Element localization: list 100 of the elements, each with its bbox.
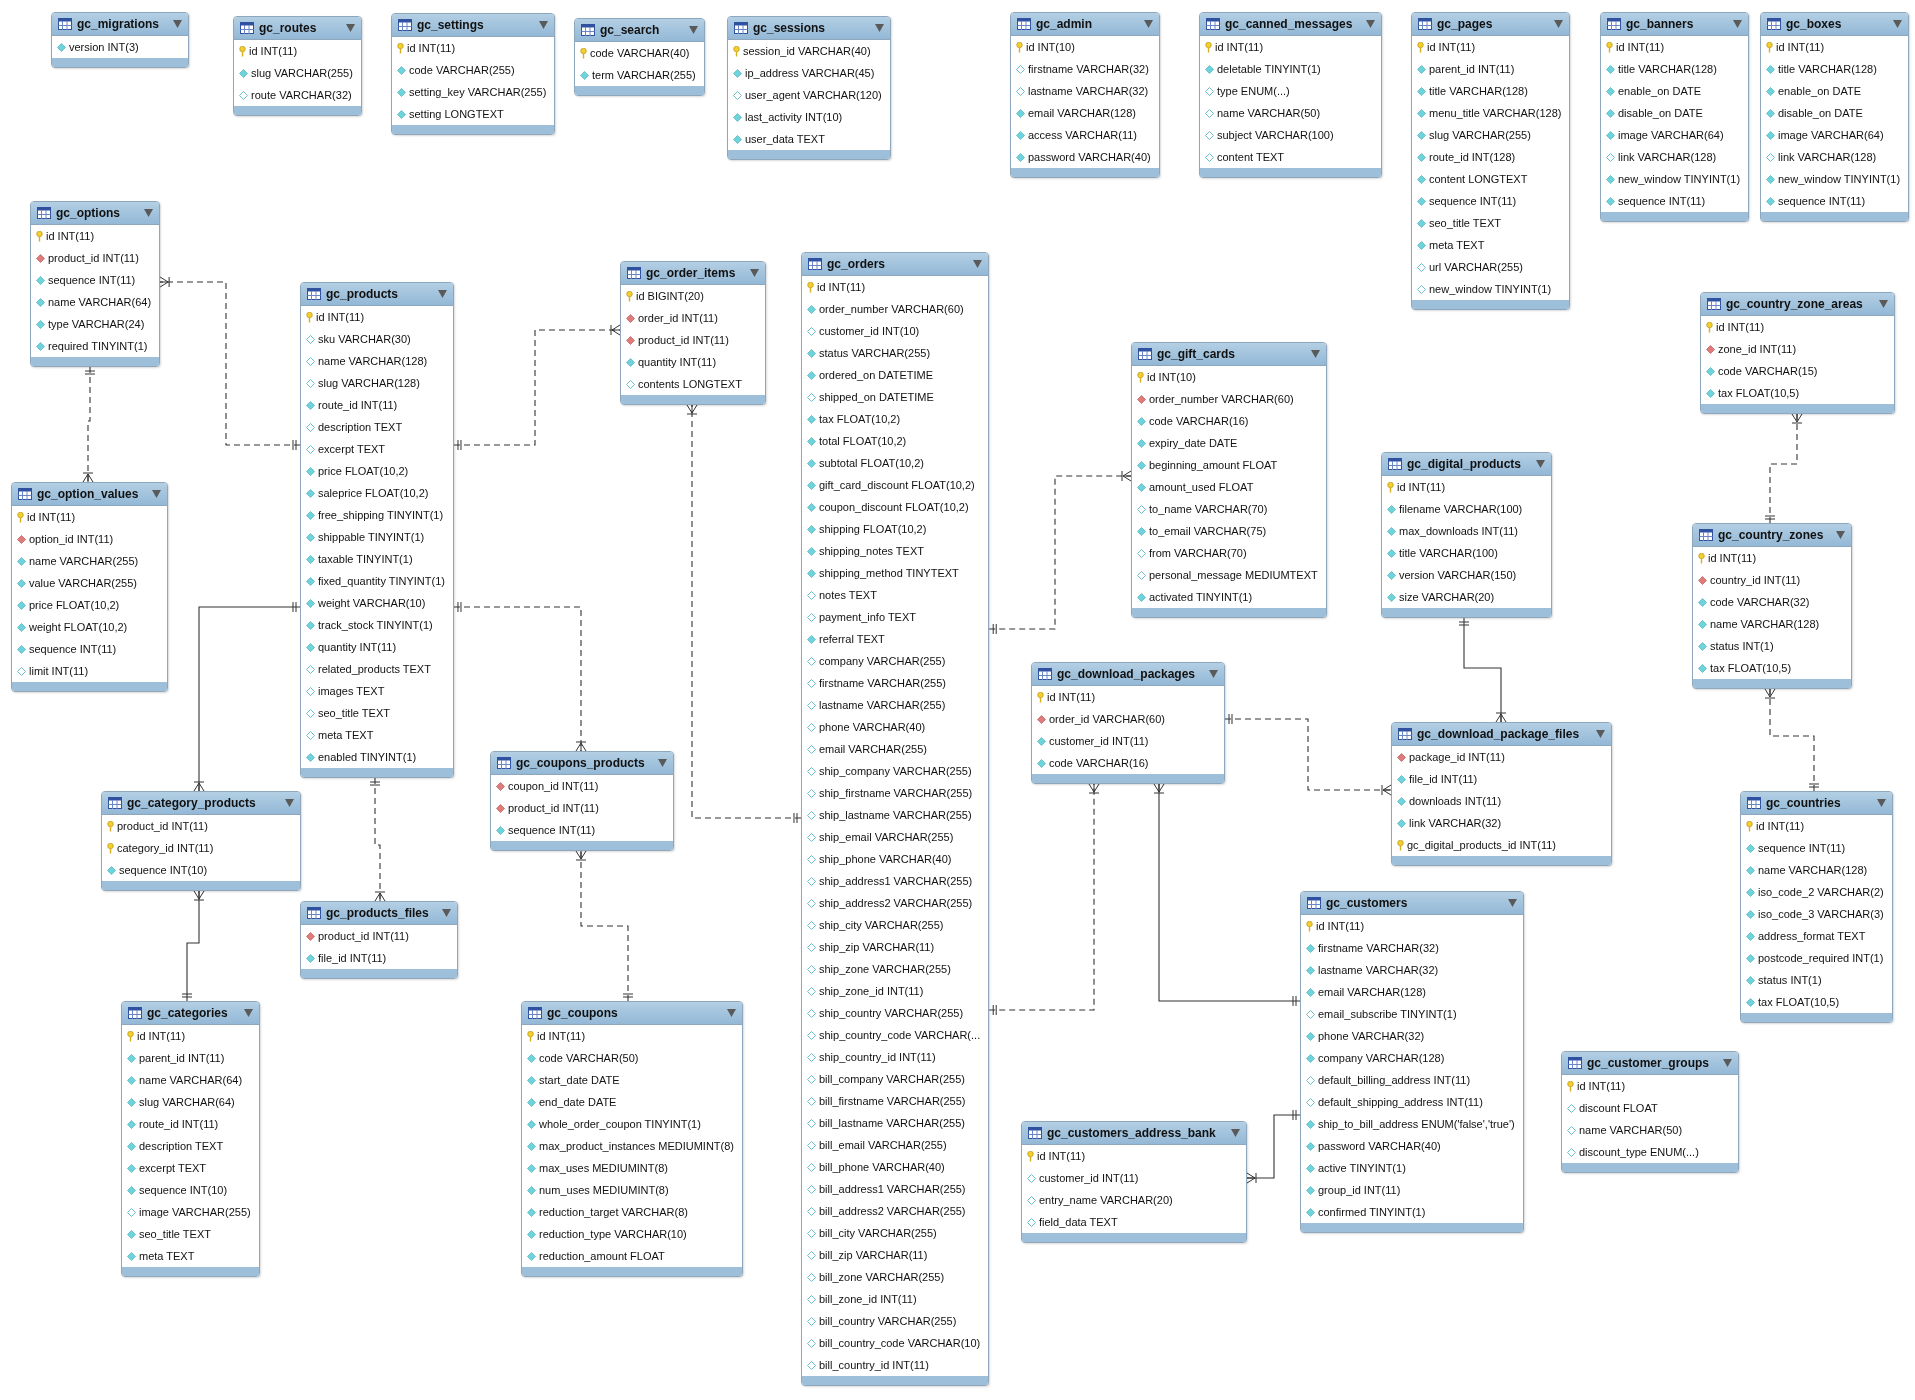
column-name: referral TEXT [819, 633, 885, 645]
column-name: email VARCHAR(128) [1028, 107, 1136, 119]
column-name: parent_id INT(11) [1429, 63, 1515, 75]
column-name: id INT(11) [1316, 920, 1365, 932]
column-name: bill_email VARCHAR(255) [819, 1139, 947, 1151]
column-name: bill_country_code VARCHAR(10) [819, 1337, 981, 1349]
column-name: sequence INT(11) [1778, 195, 1866, 207]
column-name: disable_on DATE [1618, 107, 1703, 119]
column-name: price FLOAT(10,2) [29, 599, 120, 611]
column-name: setting LONGTEXT [409, 108, 504, 120]
column-name: id BIGINT(20) [636, 290, 704, 302]
column-name: user_agent VARCHAR(120) [745, 89, 882, 101]
table-card [1131, 342, 1327, 618]
column-name: id INT(11) [1716, 321, 1765, 333]
column-name: firstname VARCHAR(255) [819, 677, 946, 689]
column-name: sequence INT(10) [139, 1184, 228, 1196]
column-name: sequence INT(11) [1429, 195, 1517, 207]
column-name: disable_on DATE [1778, 107, 1863, 119]
column-name: password VARCHAR(40) [1318, 1140, 1441, 1152]
table-card [1031, 662, 1225, 784]
relationship-line [82, 366, 95, 483]
column-name: coupon_id INT(11) [508, 780, 599, 792]
column-name: enable_on DATE [1618, 85, 1701, 97]
column-name: company VARCHAR(255) [819, 655, 946, 667]
column-name: slug VARCHAR(255) [1429, 129, 1531, 141]
column-name: user_data TEXT [745, 133, 825, 145]
table-name: gc_countries [1766, 796, 1842, 810]
column-name: parent_id INT(11) [139, 1052, 225, 1064]
column-name: ship_zip VARCHAR(11) [819, 941, 935, 953]
column-name: reduction_type VARCHAR(10) [539, 1228, 687, 1240]
column-name: confirmed TINYINT(1) [1318, 1206, 1426, 1218]
column-name: name VARCHAR(50) [1217, 107, 1321, 119]
column-name: menu_title VARCHAR(128) [1429, 107, 1562, 119]
column-name: id INT(11) [1427, 41, 1476, 53]
column-name: id INT(11) [137, 1030, 186, 1042]
table-card [1381, 452, 1552, 618]
column-name: code VARCHAR(16) [1149, 415, 1249, 427]
column-name: id INT(11) [1397, 481, 1446, 493]
column-name: status INT(1) [1758, 974, 1822, 986]
relationship-line [182, 890, 205, 1002]
column-name: bill_address1 VARCHAR(255) [819, 1183, 966, 1195]
column-name: reduction_target VARCHAR(8) [539, 1206, 688, 1218]
column-name: group_id INT(11) [1318, 1184, 1401, 1196]
column-name: email VARCHAR(128) [1318, 986, 1426, 998]
column-name: discount FLOAT [1579, 1102, 1658, 1114]
column-name: sequence INT(11) [29, 643, 117, 655]
column-name: required TINYINT(1) [48, 340, 148, 352]
column-name: bill_lastname VARCHAR(255) [819, 1117, 965, 1129]
table-card [727, 16, 891, 160]
column-name: slug VARCHAR(64) [139, 1096, 235, 1108]
column-name: downloads INT(11) [1409, 795, 1502, 807]
column-name: shipping_method TINYTEXT [819, 567, 959, 579]
column-name: phone VARCHAR(32) [1318, 1030, 1425, 1042]
table-card [1760, 12, 1910, 222]
table-card [11, 482, 168, 692]
column-name: order_id VARCHAR(60) [1049, 713, 1165, 725]
column-name: package_id INT(11) [1409, 751, 1505, 763]
relationship-line [1224, 714, 1392, 796]
table-card [30, 201, 161, 367]
relationship-line [453, 324, 621, 450]
table-name: gc_customer_groups [1587, 1056, 1711, 1070]
column-name: subject VARCHAR(100) [1217, 129, 1334, 141]
column-name: sequence INT(11) [508, 824, 596, 836]
relationship-line [575, 850, 633, 1002]
column-name: name VARCHAR(64) [139, 1074, 243, 1086]
column-name: id INT(11) [1708, 552, 1757, 564]
column-name: ship_company VARCHAR(255) [819, 765, 972, 777]
column-name: field_data TEXT [1039, 1216, 1118, 1228]
column-name: num_uses MEDIUMINT(8) [539, 1184, 669, 1196]
column-name: bill_phone VARCHAR(40) [819, 1161, 945, 1173]
column-name: title VARCHAR(128) [1429, 85, 1528, 97]
relationship-line [453, 602, 587, 752]
column-name: customer_id INT(10) [819, 325, 920, 337]
column-name: tax FLOAT(10,2) [819, 413, 901, 425]
column-name: entry_name VARCHAR(20) [1039, 1194, 1173, 1206]
column-name: product_id INT(11) [48, 252, 139, 264]
column-name: total FLOAT(10,2) [819, 435, 907, 447]
column-name: fixed_quantity TINYINT(1) [318, 575, 445, 587]
column-name: option_id INT(11) [29, 533, 114, 545]
column-name: lastname VARCHAR(32) [1318, 964, 1439, 976]
column-name: name VARCHAR(128) [318, 355, 428, 367]
column-name: sku VARCHAR(30) [318, 333, 411, 345]
column-name: customer_id INT(11) [1049, 735, 1149, 747]
column-name: id INT(11) [1776, 41, 1825, 53]
column-name: route_id INT(128) [1429, 151, 1516, 163]
column-name: shipping FLOAT(10,2) [819, 523, 927, 535]
column-name: excerpt TEXT [318, 443, 386, 455]
column-name: setting_key VARCHAR(255) [409, 86, 547, 98]
column-name: images TEXT [318, 685, 385, 697]
column-name: ordered_on DATETIME [819, 369, 934, 381]
table-name: gc_option_values [37, 487, 140, 501]
column-name: seo_title TEXT [139, 1228, 211, 1240]
table-card [300, 901, 458, 979]
column-name: address_format TEXT [1758, 930, 1866, 942]
column-name: ship_address1 VARCHAR(255) [819, 875, 973, 887]
column-name: term VARCHAR(255) [592, 69, 696, 81]
column-name: start_date DATE [539, 1074, 620, 1086]
column-name: enable_on DATE [1778, 85, 1861, 97]
relationship-line [370, 777, 386, 902]
column-name: status VARCHAR(255) [819, 347, 931, 359]
